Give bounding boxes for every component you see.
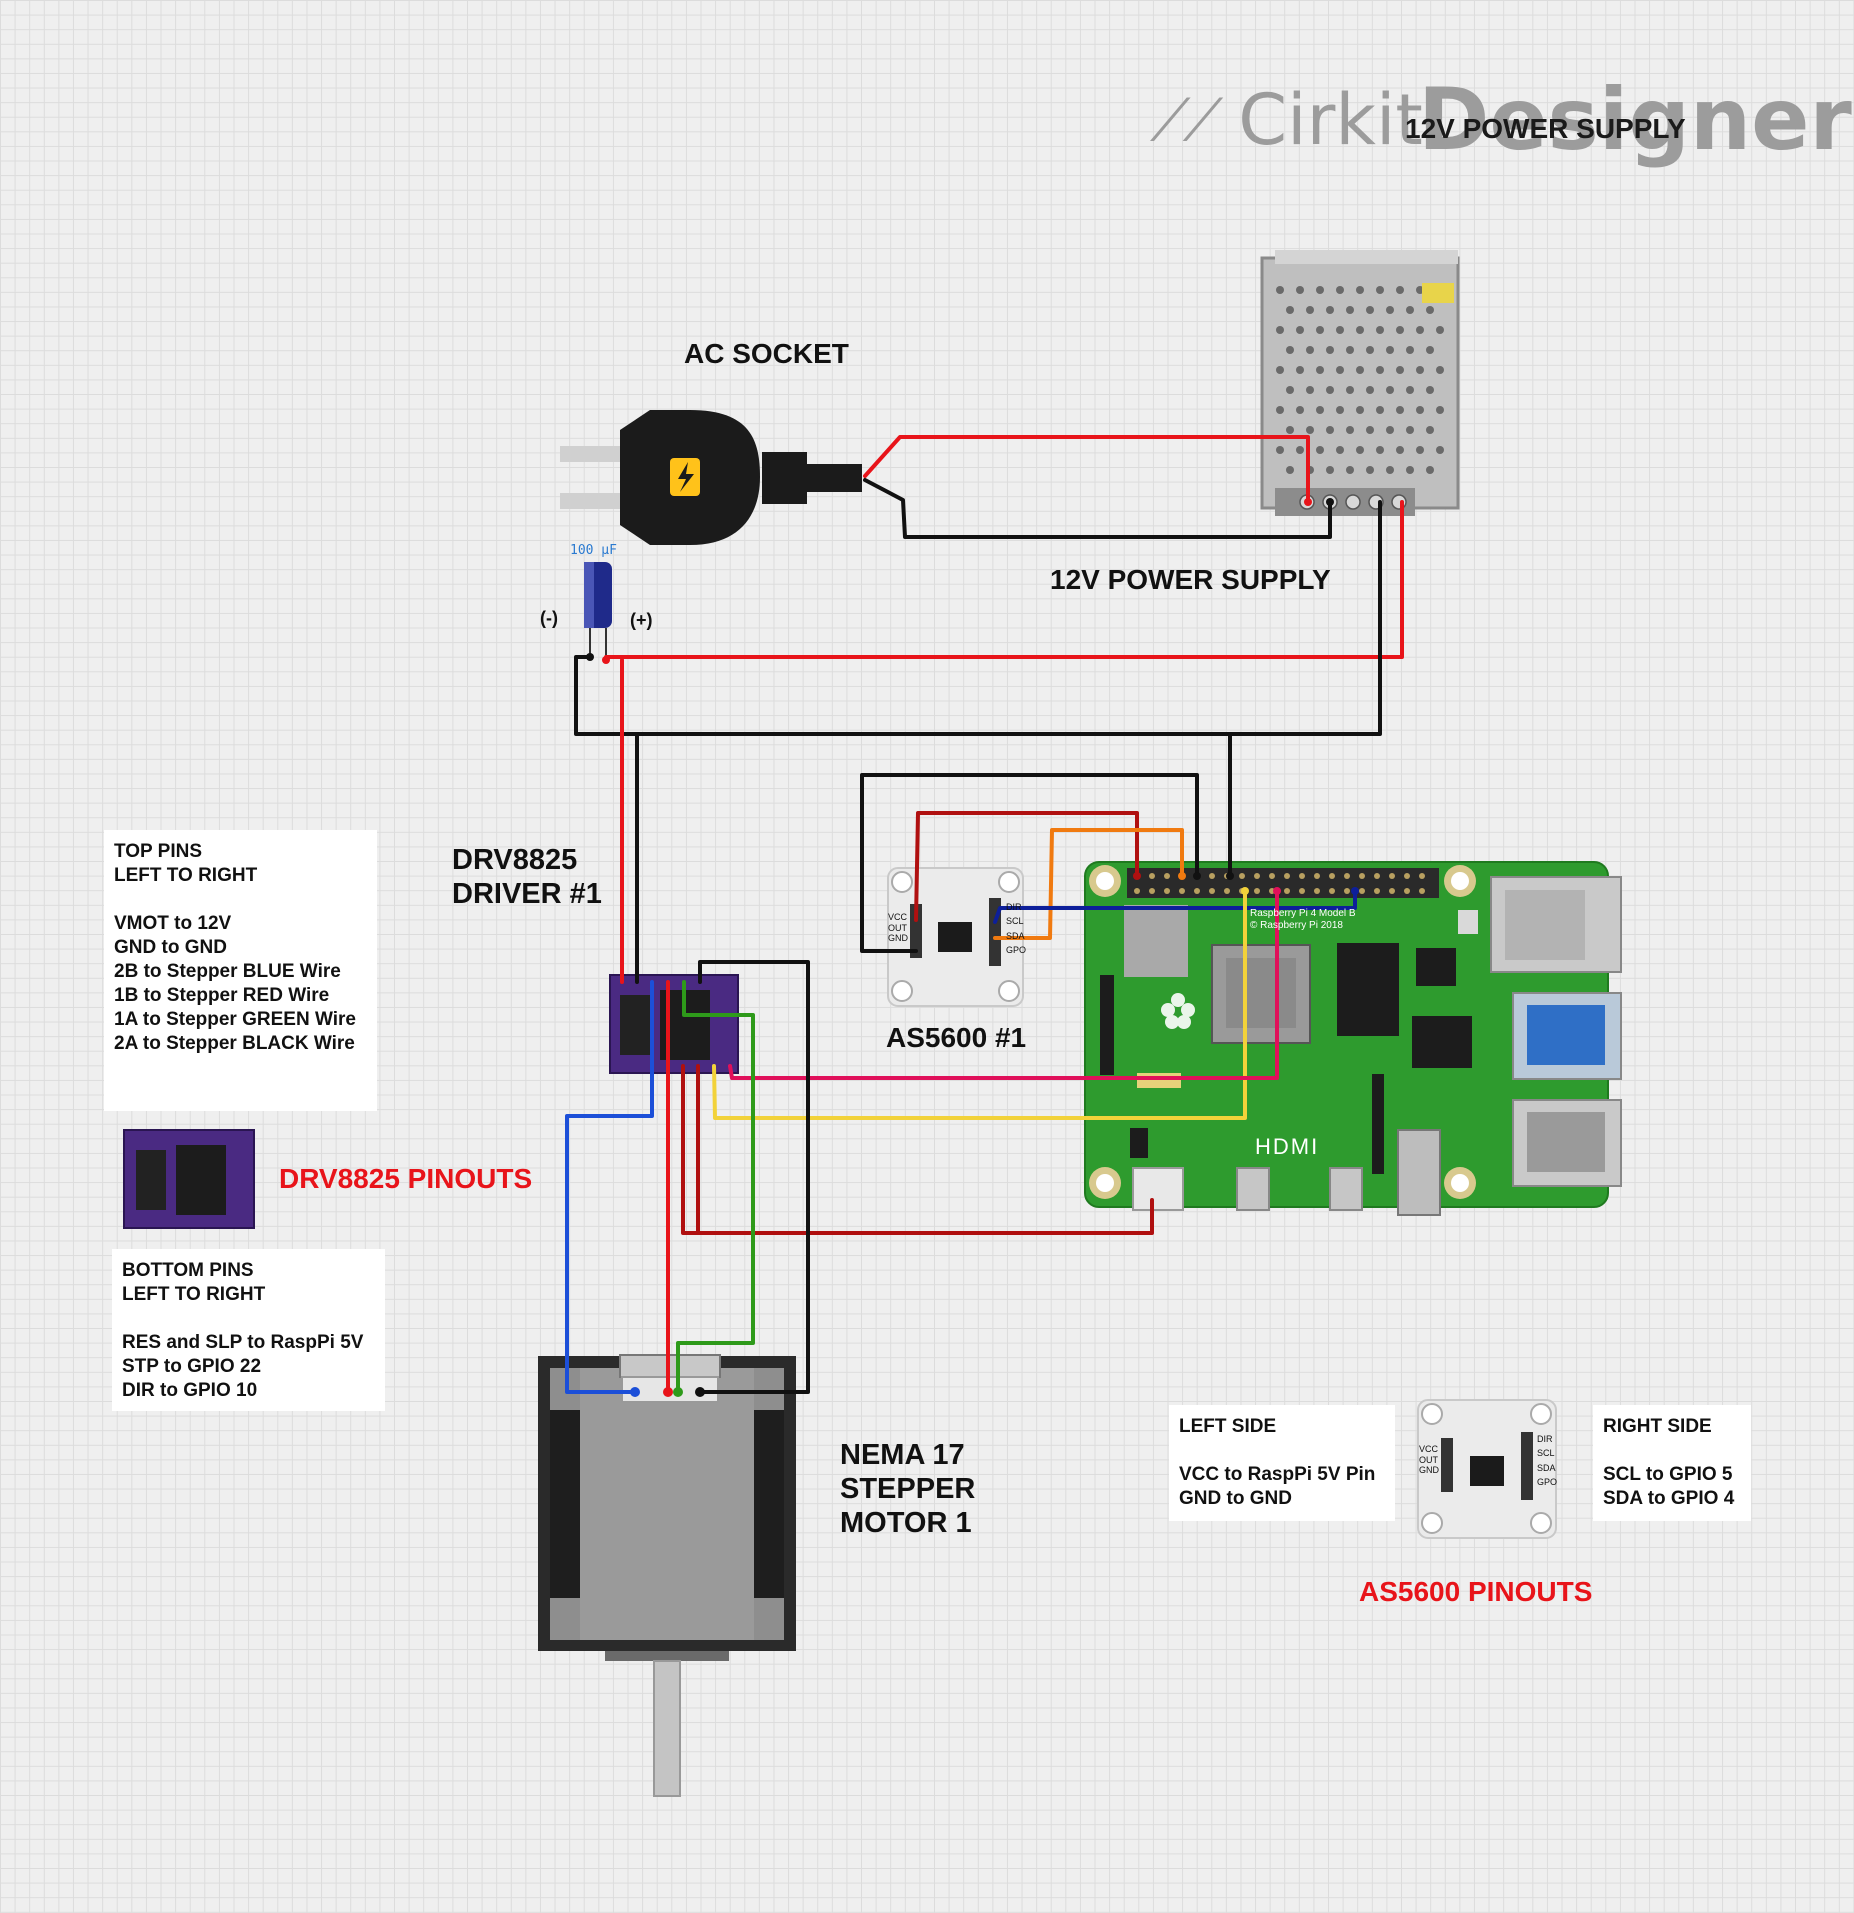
left-side-line: GND to GND	[1179, 1488, 1292, 1509]
bottom-pins-line: DIR to GPIO 10	[122, 1380, 258, 1401]
cap-positive-label: (+)	[630, 610, 653, 630]
drv8825-pinout-chip	[123, 1129, 255, 1229]
right-side-line: SDA to GPIO 4	[1603, 1488, 1735, 1509]
as5600-pinout-module	[1417, 1399, 1557, 1539]
as5600-label: AS5600 #1	[886, 1022, 1027, 1053]
bottom-pins-line: LEFT TO RIGHT	[122, 1284, 266, 1305]
cap-negative-label: (-)	[540, 608, 558, 628]
logo-text-cirkit: Cirkit	[1238, 79, 1423, 161]
hdmi-label: HDMI	[1255, 1134, 1320, 1159]
wire-stp	[728, 889, 1279, 1080]
ac-plug	[560, 410, 862, 545]
ac-socket-label: AC SOCKET	[684, 338, 849, 369]
right-side-line: SCL to GPIO 5	[1603, 1464, 1733, 1485]
as5600-pin-gnd: GND	[888, 933, 908, 944]
driver-label-line1: DRV8825	[452, 844, 578, 876]
wire-as-sda	[993, 889, 1357, 924]
bottom-pins-line: STP to GPIO 22	[122, 1356, 262, 1377]
drv8825-driver	[609, 974, 739, 1074]
bottom-pins-note: BOTTOM PINS LEFT TO RIGHT RES and SLP to…	[112, 1249, 385, 1411]
top-pins-line: LEFT TO RIGHT	[114, 865, 258, 886]
as5600-pin-dir: DIR	[1006, 902, 1022, 912]
wire-as-vcc	[914, 811, 1139, 922]
as5600-pin-out: OUT	[888, 922, 907, 933]
motor-label-line2: STEPPER	[840, 1473, 976, 1506]
bottom-pins-line	[122, 1307, 375, 1331]
as5600-module	[887, 867, 1024, 1007]
rpi-model-label: Raspberry Pi 4 Model B © Raspberry Pi 20…	[1250, 908, 1356, 932]
as5600-pinout-scl: SCL	[1537, 1448, 1555, 1459]
wire-as-gnd	[860, 773, 1199, 953]
raspberry-pi-board	[1084, 861, 1622, 1216]
bottom-pins-line: RES and SLP to RaspPi 5V	[122, 1332, 364, 1353]
as5600-pin-vcc: VCC	[888, 912, 908, 922]
wire-endpoints	[586, 498, 1359, 1397]
wire-2a-black	[698, 960, 810, 1394]
wire-ac-neutral	[863, 478, 1332, 539]
as5600-pinout-dir: DIR	[1537, 1434, 1553, 1444]
left-side-line	[1179, 1439, 1385, 1463]
top-pins-line: 1A to Stepper GREEN Wire	[114, 1009, 356, 1030]
left-side-note: LEFT SIDE VCC to RaspPi 5V Pin GND to GN…	[1169, 1405, 1395, 1521]
right-side-line: RIGHT SIDE	[1603, 1416, 1712, 1437]
driver-label-line2: DRIVER #1	[452, 878, 602, 911]
top-pins-line: 2A to Stepper BLACK Wire	[114, 1033, 355, 1054]
left-side-line: VCC to RaspPi 5V Pin	[1179, 1464, 1376, 1485]
wire-res-slp	[681, 1064, 1154, 1235]
as5600-pinout-left-pins: VCC OUT GND	[1419, 1444, 1439, 1476]
motor-label-line1: NEMA 17	[840, 1439, 965, 1471]
left-side-line: LEFT SIDE	[1179, 1416, 1277, 1437]
top-pins-line: VMOT to 12V	[114, 913, 232, 934]
wire-dir	[712, 889, 1247, 1120]
power-supply-label: 12V POWER SUPPLY	[1050, 564, 1331, 595]
right-side-note: RIGHT SIDE SCL to GPIO 5 SDA to GPIO 4	[1593, 1405, 1751, 1521]
power-supply-module	[1260, 250, 1460, 516]
as5600-pinout-out: OUT	[1419, 1454, 1438, 1465]
capacitor	[584, 562, 612, 660]
as5600-pinouts-label: AS5600 PINOUTS	[1359, 1576, 1593, 1607]
as5600-pin-sda: SDA	[1006, 930, 1025, 941]
wire-as-scl	[993, 828, 1184, 940]
capacitor-value-label: 100 µF	[570, 543, 617, 558]
as5600-left-pins: VCC OUT GND	[888, 912, 908, 944]
top-pins-line: GND to GND	[114, 937, 227, 958]
as5600-pinout-gpo: GPO	[1537, 1477, 1558, 1488]
top-pins-line	[114, 888, 367, 912]
as5600-pin-scl: SCL	[1006, 916, 1024, 927]
as5600-pinout-sda: SDA	[1537, 1462, 1556, 1473]
wire-1a-green	[676, 980, 755, 1394]
bottom-pins-line: BOTTOM PINS	[122, 1260, 254, 1281]
as5600-pinout-vcc: VCC	[1419, 1444, 1439, 1454]
wire-2b-blue	[565, 980, 654, 1394]
top-pins-line: 2B to Stepper BLUE Wire	[114, 961, 341, 982]
as5600-right-pins: DIR SCL SDA GPO	[1006, 900, 1026, 958]
driver-label: DRV8825 DRIVER #1	[452, 843, 602, 911]
as5600-pinout-right-pins: DIR SCL SDA GPO	[1537, 1432, 1557, 1490]
cirkit-designer-logo: ⟋⟋ Cirkit Designer	[1150, 70, 1852, 170]
as5600-pin-gpo: GPO	[1006, 945, 1027, 956]
right-side-line	[1603, 1439, 1741, 1463]
motor-label: NEMA 17 STEPPER MOTOR 1	[840, 1438, 975, 1541]
motor-label-line3: MOTOR 1	[840, 1507, 972, 1540]
top-pins-line: 1B to Stepper RED Wire	[114, 985, 330, 1006]
rpi-model-line2: © Raspberry Pi 2018	[1250, 919, 1343, 931]
nema17-motor	[538, 1354, 796, 1797]
logo-icon: ⟋⟋	[1150, 85, 1223, 154]
wire-ac-live	[863, 435, 1310, 504]
top-pins-note: TOP PINS LEFT TO RIGHT VMOT to 12V GND t…	[104, 830, 377, 1111]
overlay-title-label: 12V POWER SUPPLY	[1405, 113, 1686, 144]
top-pins-line: TOP PINS	[114, 841, 202, 862]
rpi-model-line1: Raspberry Pi 4 Model B	[1250, 908, 1356, 919]
logo-text-designer: Designer	[1417, 70, 1852, 170]
wire-gnd-psu	[574, 500, 1382, 736]
as5600-pinout-gnd: GND	[1419, 1465, 1439, 1476]
drv-pinouts-label: DRV8825 PINOUTS	[279, 1163, 533, 1194]
